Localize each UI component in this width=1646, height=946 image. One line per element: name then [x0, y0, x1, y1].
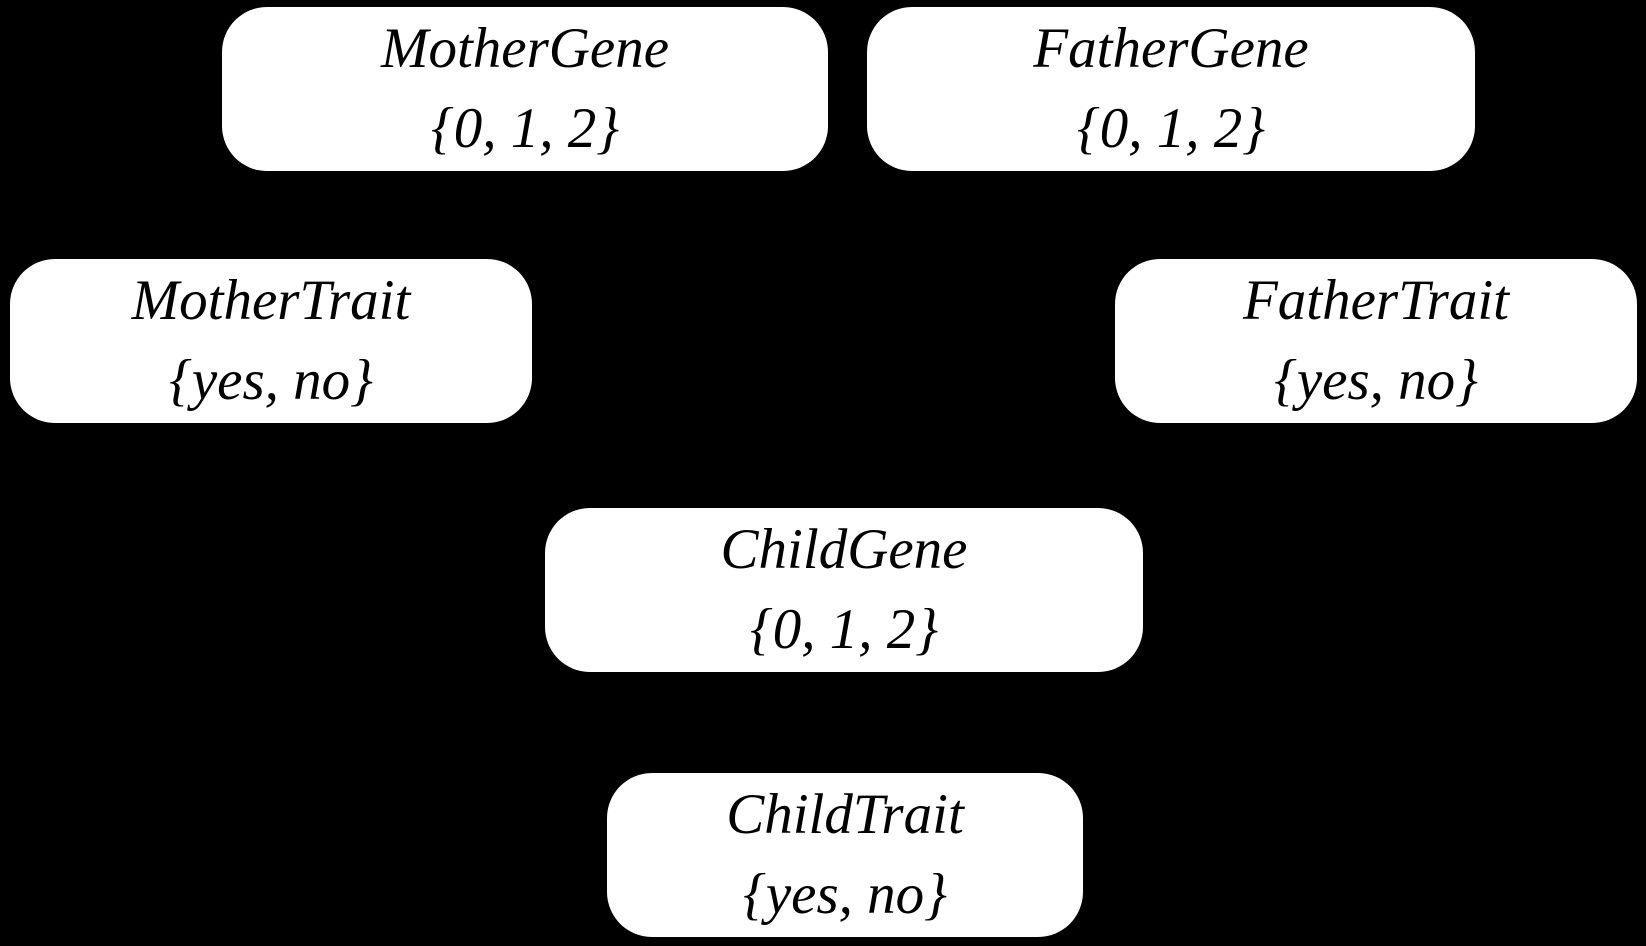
node-father-trait: FatherTrait {yes, no} [1115, 259, 1637, 423]
node-mother-gene: MotherGene {0, 1, 2} [222, 7, 828, 171]
node-mother-trait-label: MotherTrait [131, 269, 411, 332]
node-child-gene-label: ChildGene [720, 518, 968, 581]
node-mother-gene-label: MotherGene [380, 17, 670, 80]
node-child-trait-domain: {yes, no} [743, 863, 947, 926]
node-father-gene-label: FatherGene [1033, 17, 1309, 80]
node-father-gene-domain: {0, 1, 2} [1076, 97, 1266, 160]
node-child-trait: ChildTrait {yes, no} [607, 773, 1083, 937]
node-child-gene: ChildGene {0, 1, 2} [545, 508, 1143, 672]
node-father-trait-label: FatherTrait [1242, 269, 1510, 332]
node-father-gene: FatherGene {0, 1, 2} [867, 7, 1475, 171]
node-mother-gene-domain: {0, 1, 2} [430, 97, 620, 160]
node-child-gene-domain: {0, 1, 2} [749, 598, 939, 661]
node-mother-trait-domain: {yes, no} [169, 349, 373, 412]
node-father-trait-domain: {yes, no} [1274, 349, 1478, 412]
node-child-trait-label: ChildTrait [726, 783, 964, 846]
node-mother-trait: MotherTrait {yes, no} [10, 259, 532, 423]
